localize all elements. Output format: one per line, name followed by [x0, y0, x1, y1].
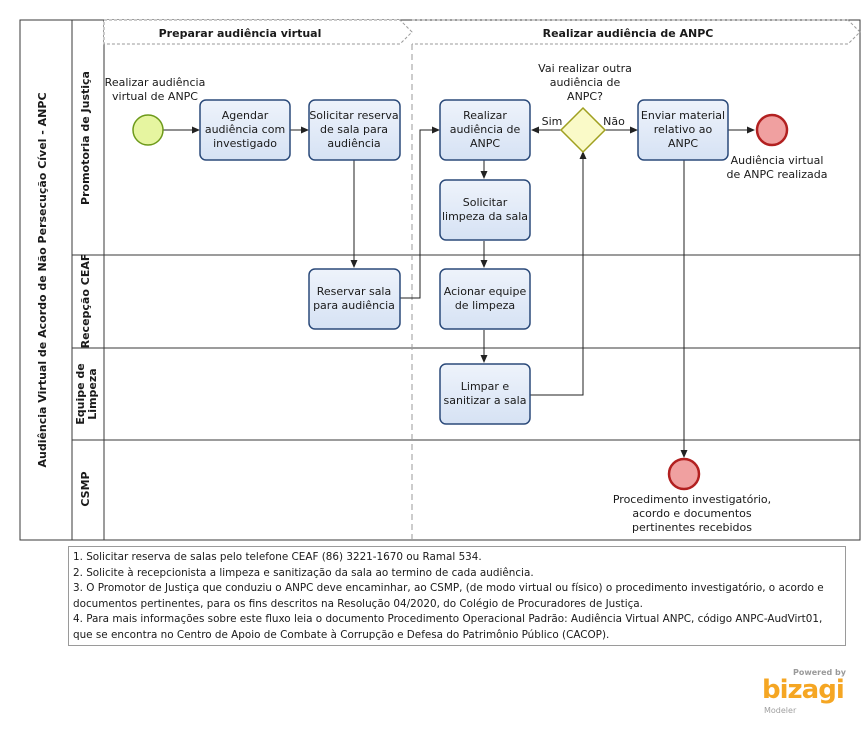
task-limpar-label-line2: sanitizar a sala	[444, 394, 527, 407]
pool-title: Audiência Virtual de Acordo de Não Perse…	[36, 92, 49, 467]
flow-reservar-to-realizar	[400, 126, 440, 299]
task-agendar-audiencia[interactable]	[199, 99, 291, 161]
task-realizar-label-line3: ANPC	[470, 137, 500, 150]
task-agendar-label-line1: Agendar	[222, 109, 269, 122]
task-solicitar-reserva-label-line3: audiência	[327, 137, 380, 150]
end-event-realizada-label-line1: Audiência virtual	[731, 154, 824, 167]
task-solicitar-reserva-label-line1: Solicitar reserva	[309, 109, 398, 122]
task-acionar-label-line2: de limpeza	[455, 299, 515, 312]
gateway-label-line1: Vai realizar outra	[538, 62, 632, 75]
task-realizar-audiencia[interactable]	[439, 99, 531, 161]
task-limpar-sala[interactable]	[439, 363, 531, 425]
task-reservar-label-line2: para audiência	[313, 299, 395, 312]
bizagi-logo: bizagi	[762, 675, 845, 705]
task-realizar-label-line2: audiência de	[450, 123, 521, 136]
gateway-label-line2: audiência de	[550, 76, 621, 89]
lane-label-promotoria: Promotoria de Justiça	[79, 71, 92, 205]
modeler-label: Modeler	[764, 706, 797, 715]
note-item: 2. Solicite à recepcionista a limpeza e …	[73, 566, 534, 579]
end-event-proc-label-line2: acordo e documentos	[632, 507, 752, 520]
task-reservar-sala[interactable]	[308, 268, 401, 330]
phase-header-realizar	[412, 19, 861, 45]
task-enviar-label-line1: Enviar material	[641, 109, 725, 122]
end-event-realizada-label-line2: de ANPC realizada	[727, 168, 828, 181]
task-solicitar-reserva-label-line2: de sala para	[320, 123, 388, 136]
task-limpar-label-line1: Limpar e	[461, 380, 510, 393]
phase-label-realizar: Realizar audiência de ANPC	[543, 27, 714, 40]
end-event-procedimento-recebido[interactable]	[667, 457, 701, 491]
task-acionar-equipe[interactable]	[439, 268, 531, 330]
phase-header-preparar	[103, 19, 413, 45]
end-event-proc-label-line1: Procedimento investigatório,	[613, 493, 771, 506]
task-enviar-label-line3: ANPC	[668, 137, 698, 150]
note-item: 1. Solicitar reserva de salas pelo telef…	[73, 551, 482, 563]
task-agendar-label-line3: investigado	[213, 137, 277, 150]
start-event-label-line1: Realizar audiência	[105, 76, 206, 89]
lane-label-equipe-line2: Limpeza	[86, 368, 99, 419]
note-item: 4. Para mais informações sobre este flux…	[73, 613, 823, 641]
task-solicitar-limpeza[interactable]	[439, 179, 531, 241]
phase-label-preparar: Preparar audiência virtual	[159, 27, 322, 40]
task-reservar-label-line1: Reservar sala	[317, 285, 391, 298]
start-event[interactable]	[132, 114, 164, 146]
task-acionar-label-line1: Acionar equipe	[444, 285, 527, 298]
lane-label-equipe-line1: Equipe de	[74, 363, 87, 425]
gateway-yes-label: Sim	[542, 115, 563, 128]
end-event-proc-label-line3: pertinentes recebidos	[632, 521, 752, 534]
task-solicitar-reserva[interactable]	[308, 99, 401, 161]
task-enviar-label-line2: relativo ao	[654, 123, 713, 136]
task-solicitar-limpeza-label-line2: limpeza da sala	[442, 210, 528, 223]
lane-label-csmp: CSMP	[79, 471, 92, 506]
lane-label-recepcao: Recepção CEAF	[79, 254, 92, 349]
powered-by-label: Powered by	[793, 668, 846, 677]
gateway-outra-audiencia[interactable]	[559, 106, 607, 154]
task-enviar-material[interactable]	[637, 99, 729, 161]
gateway-no-label: Não	[603, 115, 625, 128]
end-event-audiencia-realizada[interactable]	[755, 113, 789, 147]
task-agendar-label-line2: audiência com	[205, 123, 285, 136]
note-item: 3. O Promotor de Justiça que conduziu o …	[73, 582, 824, 610]
task-realizar-label-line1: Realizar	[463, 109, 507, 122]
start-event-label-line2: virtual de ANPC	[112, 90, 198, 103]
notes-annotation: 1. Solicitar reserva de salas pelo telef…	[68, 546, 846, 646]
task-solicitar-limpeza-label-line1: Solicitar	[463, 196, 508, 209]
bizagi-branding: Powered by bizagi Modeler	[760, 668, 852, 718]
gateway-label-line3: ANPC?	[567, 90, 603, 103]
flow-limpar-to-gateway	[530, 151, 587, 396]
